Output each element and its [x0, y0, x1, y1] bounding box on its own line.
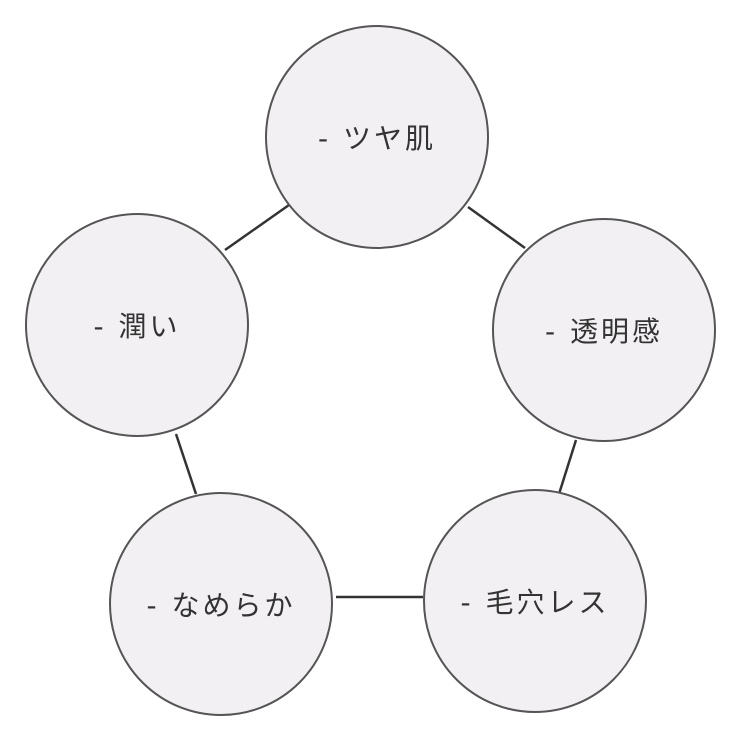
node-label: - 潤い [93, 310, 181, 343]
node-label: - 毛穴レス [460, 586, 610, 619]
edge-tsuyahada-toumeikan [467, 205, 526, 250]
edge-toumeikan-keanaless [557, 439, 578, 495]
node-nameraka[interactable]: - なめらか [109, 492, 333, 716]
node-label: - ツヤ肌 [317, 122, 436, 155]
node-label: - 透明感 [544, 315, 663, 348]
edge-uruoi-tsuyahada [224, 203, 290, 252]
node-tsuyahada[interactable]: - ツヤ肌 [265, 25, 489, 249]
node-toumeikan[interactable]: - 透明感 [492, 218, 716, 442]
node-keanaless[interactable]: - 毛穴レス [423, 489, 647, 713]
node-label: - なめらか [146, 589, 296, 622]
edge-nameraka-uruoi [174, 433, 198, 495]
node-uruoi[interactable]: - 潤い [25, 213, 249, 437]
